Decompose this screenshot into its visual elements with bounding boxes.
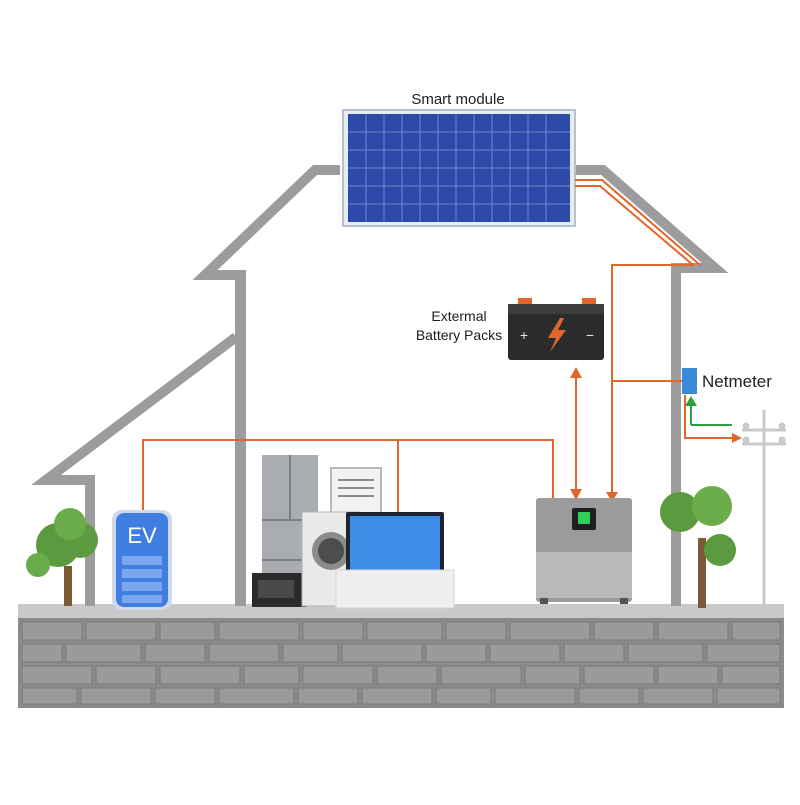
tree-icon bbox=[660, 486, 736, 608]
grid-arrow-right-icon bbox=[732, 433, 742, 443]
ground-line bbox=[18, 604, 784, 618]
wire-arrow-icon bbox=[606, 492, 618, 502]
solar-panel bbox=[342, 109, 576, 227]
solar-panel-label: Smart module bbox=[411, 91, 504, 108]
utility-pole-icon bbox=[742, 410, 786, 604]
power-wires bbox=[142, 179, 701, 512]
battery-label-line1: Extermal bbox=[431, 308, 486, 324]
netmeter-icon bbox=[682, 368, 697, 394]
battery-inverter-link-icon bbox=[570, 367, 582, 500]
grid-arrows bbox=[684, 395, 734, 439]
svg-text:−: − bbox=[586, 327, 594, 343]
ev-charger bbox=[112, 510, 172, 610]
netmeter-label: Netmeter bbox=[702, 372, 772, 391]
lightning-bolt-icon bbox=[548, 318, 566, 352]
tree-icon bbox=[26, 508, 98, 606]
grid-arrow-up-icon bbox=[685, 396, 697, 406]
hybrid-inverter-icon bbox=[536, 498, 632, 604]
svg-text:+: + bbox=[520, 327, 528, 343]
monitor-icon bbox=[335, 512, 455, 609]
battery-icon: + − bbox=[508, 298, 604, 360]
brick-foundation bbox=[18, 618, 784, 708]
oven-icon bbox=[252, 573, 306, 607]
ev-label: EV bbox=[127, 523, 157, 548]
battery-label-line2: Battery Packs bbox=[416, 327, 502, 343]
